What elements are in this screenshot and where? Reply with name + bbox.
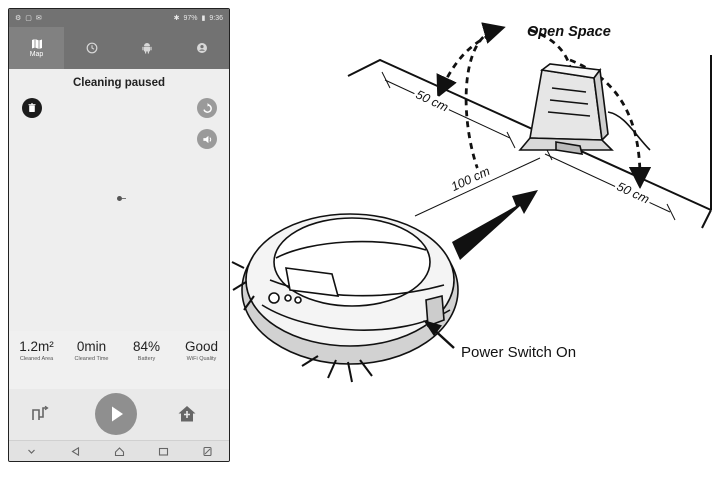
robot-icon (141, 43, 152, 54)
tab-map-label: Map (29, 51, 44, 58)
chevron-down-icon[interactable] (26, 446, 37, 457)
illustration-drawing (231, 22, 712, 383)
notification-icon-2: ▢ (25, 15, 32, 22)
status-bar: ⚙ ▢ ✉ ✱ 97% ▮ 9:36 (9, 9, 229, 27)
stat-label: WiFi Quality (186, 356, 217, 362)
robot-vacuum (231, 213, 459, 383)
tab-history[interactable] (64, 27, 119, 69)
trash-icon (28, 103, 36, 112)
account-icon (196, 43, 207, 53)
direction-arrow (452, 190, 538, 260)
notification-icon: ⚙ (15, 15, 22, 22)
phone-app: ⚙ ▢ ✉ ✱ 97% ▮ 9:36 Map Cleaning paused (8, 8, 230, 462)
play-icon (112, 406, 123, 422)
tab-device[interactable] (119, 27, 174, 69)
stat-value: Good (184, 339, 219, 354)
control-bar (9, 389, 229, 441)
bluetooth-icon: ✱ (173, 15, 180, 22)
open-space-label: Open Space (527, 24, 611, 40)
message-icon: ✉ (35, 15, 42, 22)
battery-percent: 97% (183, 14, 198, 22)
tab-bar: Map (9, 27, 229, 69)
stat-wifi-quality: Good WiFi Quality (174, 331, 229, 389)
placement-illustration: Open Space 50 cm 100 cm 50 cm Power Swit… (230, 0, 724, 474)
status-time: 9:36 (209, 14, 223, 22)
start-cleaning-button[interactable] (95, 393, 137, 435)
power-switch-pointer (423, 319, 455, 349)
side-brushes (231, 261, 373, 383)
back-icon[interactable] (70, 446, 81, 457)
power-switch-label: Power Switch On (461, 344, 577, 361)
stat-value: 1.2m² (19, 339, 54, 354)
recents-icon[interactable] (158, 446, 169, 457)
status-bar-right: ✱ 97% ▮ 9:36 (173, 14, 223, 23)
tab-account[interactable] (174, 27, 229, 69)
open-space-arrows (436, 22, 652, 190)
battery-icon: ▮ (201, 15, 206, 22)
charging-dock (518, 63, 651, 155)
map-icon (31, 39, 42, 49)
stat-label: Battery (137, 356, 156, 362)
stat-battery: 84% Battery (119, 331, 174, 389)
speaker-icon (202, 135, 211, 143)
cleaning-stats: 1.2m² Cleaned Area 0min Cleaned Time 84%… (9, 331, 229, 389)
wall-lines (347, 55, 712, 229)
voice-button[interactable] (197, 129, 217, 149)
rotate-icon[interactable] (202, 446, 213, 457)
android-nav-bar (9, 440, 229, 461)
clear-map-button[interactable] (22, 98, 42, 118)
stat-label: Cleaned Area (19, 356, 54, 362)
map-area[interactable]: Cleaning paused (9, 69, 229, 331)
stat-value: 0min (76, 339, 107, 354)
stat-label: Cleaned Time (74, 356, 109, 362)
tab-map[interactable]: Map (9, 27, 64, 69)
cleaning-status: Cleaning paused (72, 77, 166, 89)
cleaning-pattern-icon[interactable] (31, 405, 49, 423)
stat-value: 84% (132, 339, 161, 354)
status-bar-left: ⚙ ▢ ✉ (15, 14, 42, 22)
stat-cleaned-area: 1.2m² Cleaned Area (9, 331, 64, 389)
refresh-icon (202, 102, 212, 113)
clock-icon (86, 42, 97, 54)
robot-position-marker (117, 196, 122, 201)
home-nav-icon[interactable] (114, 446, 125, 457)
home-dock-icon[interactable] (177, 404, 197, 424)
robot-heading-marker (122, 198, 126, 199)
refresh-map-button[interactable] (197, 98, 217, 118)
stat-cleaned-time: 0min Cleaned Time (64, 331, 119, 389)
